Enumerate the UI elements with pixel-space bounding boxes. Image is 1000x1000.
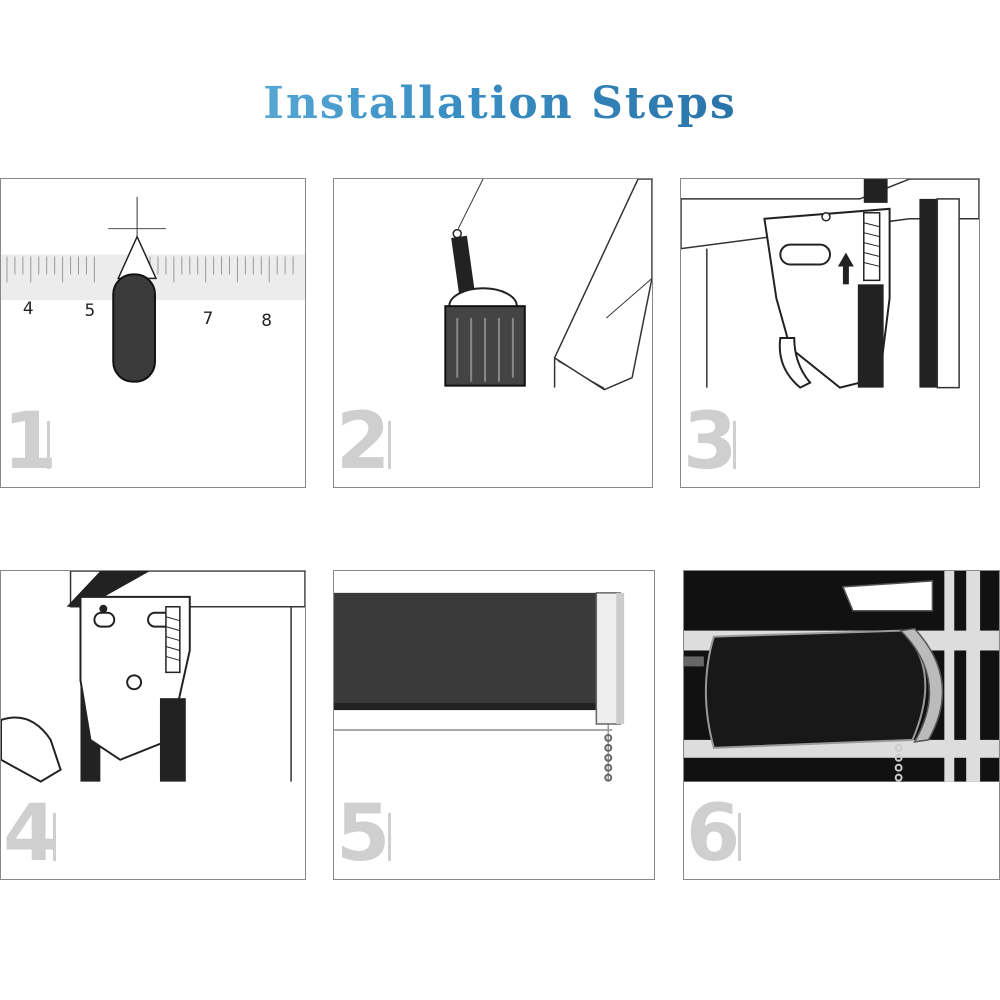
pencil-ruler-icon [1,196,305,383]
step-panel-6: 6 [683,570,1000,880]
number-accent [388,421,391,469]
step-panel-4: 4 [0,570,306,880]
install-roller-icon [684,571,999,782]
page-title: Installation Steps [0,78,1000,129]
step-panel-1: 4 5 7 8 1 [0,178,306,488]
step-panel-3: 3 [680,178,980,488]
step-number: 2 [336,397,391,487]
blind-roller-icon [334,592,625,782]
number-accent [388,813,391,861]
number-accent [53,813,56,861]
drill-icon [444,179,652,391]
step-number: 6 [686,789,741,879]
bracket-mount-icon [1,571,305,783]
step-number: 3 [683,397,738,487]
step-panel-2: 2 [333,178,653,488]
step-panel-5: 5 [333,570,655,880]
number-accent [47,421,50,469]
screwdriver-bracket-icon [681,179,979,389]
step-number: 5 [336,789,391,879]
step-number: 4 [3,789,58,879]
number-accent [738,813,741,861]
number-accent [733,421,736,469]
